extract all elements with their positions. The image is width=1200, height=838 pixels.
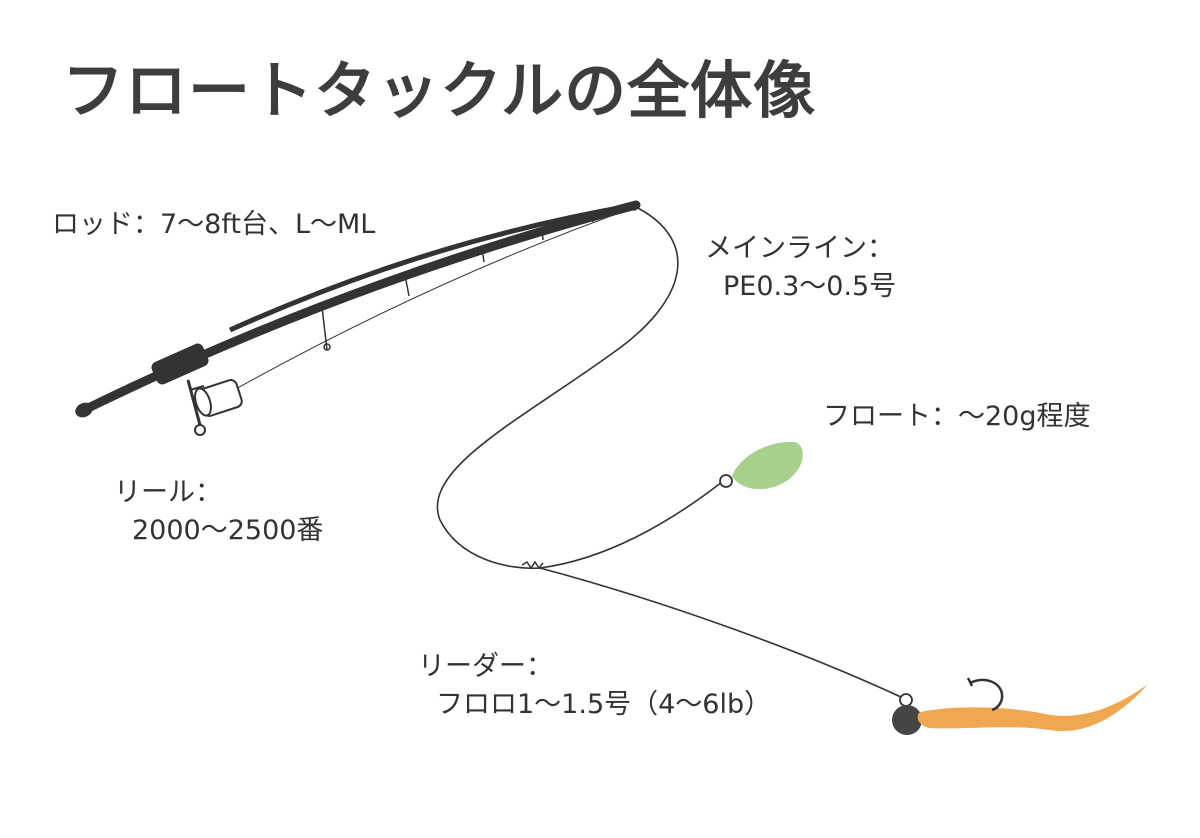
jighead-icon [892,693,922,735]
main-line-label-title: メインライン： [705,233,894,264]
float-line [539,481,723,569]
main-line [436,206,679,570]
reel-label: リール： 2000〜2500番 [114,474,323,550]
main-line-label: メインライン： PE0.3〜0.5号 [705,230,896,306]
leader-label: リーダー： フロロ1〜1.5号（4〜6lb） [418,648,771,724]
worm-lure-icon [917,684,1148,732]
diagram-title: フロートタックルの全体像 [62,54,817,127]
hook-icon [966,677,1004,712]
fishing-rod-icon [75,200,641,418]
leader-label-spec: フロロ1〜1.5号（4〜6lb） [436,689,772,720]
reel-label-title: リール： [114,477,222,508]
knot-icon [521,560,544,570]
reel-label-spec: 2000〜2500番 [132,515,324,546]
leader-label-title: リーダー： [418,651,553,682]
float-icon [719,441,803,490]
leader-line [539,567,904,699]
main-line-label-spec: PE0.3〜0.5号 [723,271,897,302]
rod-label: ロッド：7〜8ft台、L〜ML [52,209,376,240]
float-label: フロート：〜20g程度 [823,401,1091,432]
spinning-reel-icon [186,379,243,436]
